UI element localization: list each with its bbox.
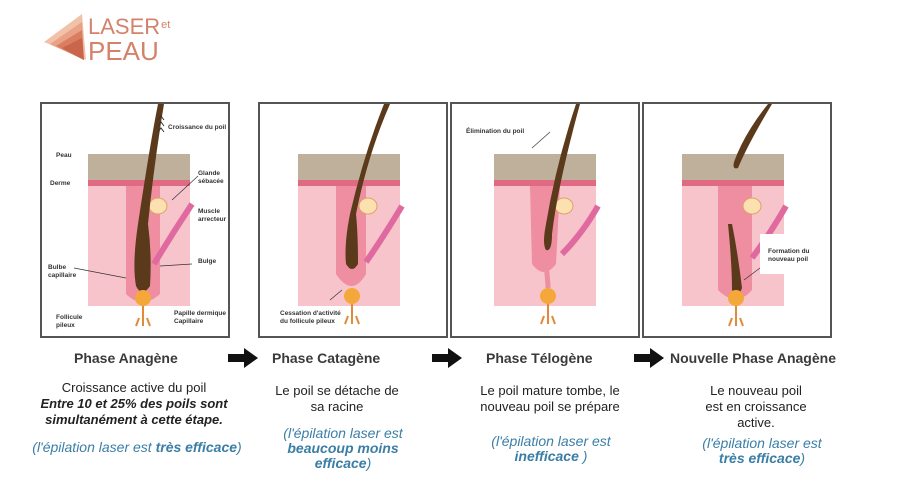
phase-desc-1: Croissance active du poil Entre 10 et 25…: [14, 380, 254, 428]
anagen-diagram: [73, 104, 199, 327]
arrow-right-icon: [432, 348, 462, 368]
phase-desc-4: Le nouveau poil est en croissance active…: [705, 383, 807, 430]
label-peau: Peau: [56, 152, 72, 159]
phase-note-4: (l'épilation laser est très efficace): [702, 435, 822, 466]
phase-note-2: (l'épilation laser est beaucoup moins ef…: [283, 425, 403, 471]
phase-note-1: (l'épilation laser est très efficace): [32, 439, 242, 455]
label-bulbe: Bulbe capillaire: [48, 264, 77, 279]
label-formation: Formation du nouveau poil: [768, 248, 810, 263]
label-bulge: Bulge: [198, 258, 217, 265]
phase-desc-3: Le poil mature tombe, le nouveau poil se…: [480, 383, 620, 414]
telogen-diagram: [494, 104, 601, 325]
panel-catagen: Cessation d'activité du follicule pileux: [258, 102, 448, 338]
label-glande: Glande sébacée: [198, 170, 224, 185]
panel-new-anagen: Formation du nouveau poil: [642, 102, 832, 338]
arrow-right-icon: [634, 348, 664, 368]
logo-mark-icon: [44, 14, 86, 60]
phase-desc-2: Le poil se détache de sa racine: [275, 383, 399, 414]
label-papille: Papille dermique Capillaire: [174, 310, 227, 325]
phase-title-1: Phase Anagène: [74, 350, 178, 366]
new-anagen-diagram: [682, 104, 830, 327]
catagen-diagram: [298, 104, 405, 325]
arrow-right-icon: [228, 348, 258, 368]
logo-line2: PEAU: [88, 36, 159, 66]
panel-anagen: Croissance du poil Peau Derme Glande séb…: [40, 102, 230, 338]
phase-title-4: Nouvelle Phase Anagène: [670, 350, 836, 366]
label-elimination: Élimination du poil: [466, 128, 525, 135]
panel-telogen: Élimination du poil: [450, 102, 640, 338]
label-derme: Derme: [50, 180, 71, 187]
logo-line1: LASERet: [88, 14, 171, 39]
phase-desc-1-text: Croissance active du poil: [61, 380, 207, 395]
label-follicule: Follicule pileux: [56, 314, 83, 329]
phase-desc-1-bold: Entre 10 et 25% des poils sont simultané…: [40, 396, 228, 427]
label-cessation: Cessation d'activité du follicule pileux: [280, 310, 341, 325]
phase-note-3: (l'épilation laser est inefficace ): [491, 433, 611, 464]
label-croissance: Croissance du poil: [168, 124, 227, 131]
phase-title-3: Phase Télogène: [486, 350, 593, 366]
brand-logo: LASERet PEAU: [42, 12, 172, 68]
label-muscle: Muscle arrecteur: [198, 208, 227, 223]
phase-title-2: Phase Catagène: [272, 350, 381, 366]
